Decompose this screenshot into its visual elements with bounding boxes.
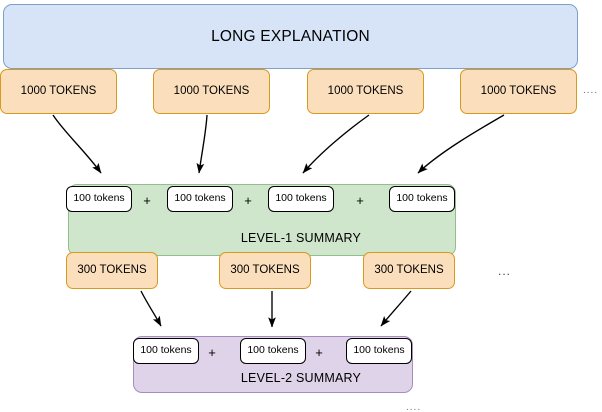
level-1-token-box-2: 100 tokens bbox=[167, 186, 233, 212]
arrow-chunk300-1-to-level2-box1 bbox=[140, 290, 162, 327]
level-1-plus-operator-1: + bbox=[143, 193, 151, 208]
arrow-chunk300-3-to-level2-box3 bbox=[380, 290, 412, 327]
chunk-box-300-tokens-3: 300 TOKENS bbox=[363, 252, 455, 289]
chunk-box-300-tokens-2: 300 TOKENS bbox=[219, 252, 311, 289]
level-2-token-box-2: 100 tokens bbox=[240, 338, 306, 364]
level-2-plus-operator-1: + bbox=[208, 345, 216, 360]
chunk-box-1000-tokens-3: 1000 TOKENS bbox=[307, 69, 424, 114]
level-2-summary-label: LEVEL-2 SUMMARY bbox=[240, 371, 362, 385]
level-1-token-box-4: 100 tokens bbox=[389, 186, 455, 212]
chunk-box-1000-tokens-4: 1000 TOKENS bbox=[460, 69, 577, 114]
level-2-token-box-1: 100 tokens bbox=[133, 338, 199, 364]
level-2-ellipsis: .... bbox=[406, 402, 422, 412]
level-1-ellipsis: ... bbox=[498, 264, 512, 278]
level-1-summary-label: LEVEL-1 SUMMARY bbox=[240, 231, 362, 245]
level0-ellipsis: .... bbox=[583, 85, 599, 96]
level-1-plus-operator-2: + bbox=[244, 193, 252, 208]
level-2-token-box-3: 100 tokens bbox=[346, 338, 412, 364]
arrow-chunk3-to-level1-box3 bbox=[302, 114, 370, 174]
level-1-token-box-3: 100 tokens bbox=[268, 186, 334, 212]
level-1-token-box-1: 100 tokens bbox=[66, 186, 132, 212]
arrow-chunk4-to-level1-box4 bbox=[417, 114, 505, 174]
level-2-plus-operator-2: + bbox=[315, 345, 323, 360]
level-1-plus-operator-3: + bbox=[356, 193, 364, 208]
long-explanation-band: LONG EXPLANATION bbox=[3, 4, 578, 69]
chunk-box-300-tokens-1: 300 TOKENS bbox=[66, 252, 158, 289]
arrow-chunk2-to-level1-box2 bbox=[196, 114, 208, 174]
arrow-chunk1-to-level1-box1 bbox=[52, 114, 102, 174]
chunk-box-1000-tokens-2: 1000 TOKENS bbox=[153, 69, 270, 114]
chunk-box-1000-tokens-1: 1000 TOKENS bbox=[0, 69, 117, 114]
